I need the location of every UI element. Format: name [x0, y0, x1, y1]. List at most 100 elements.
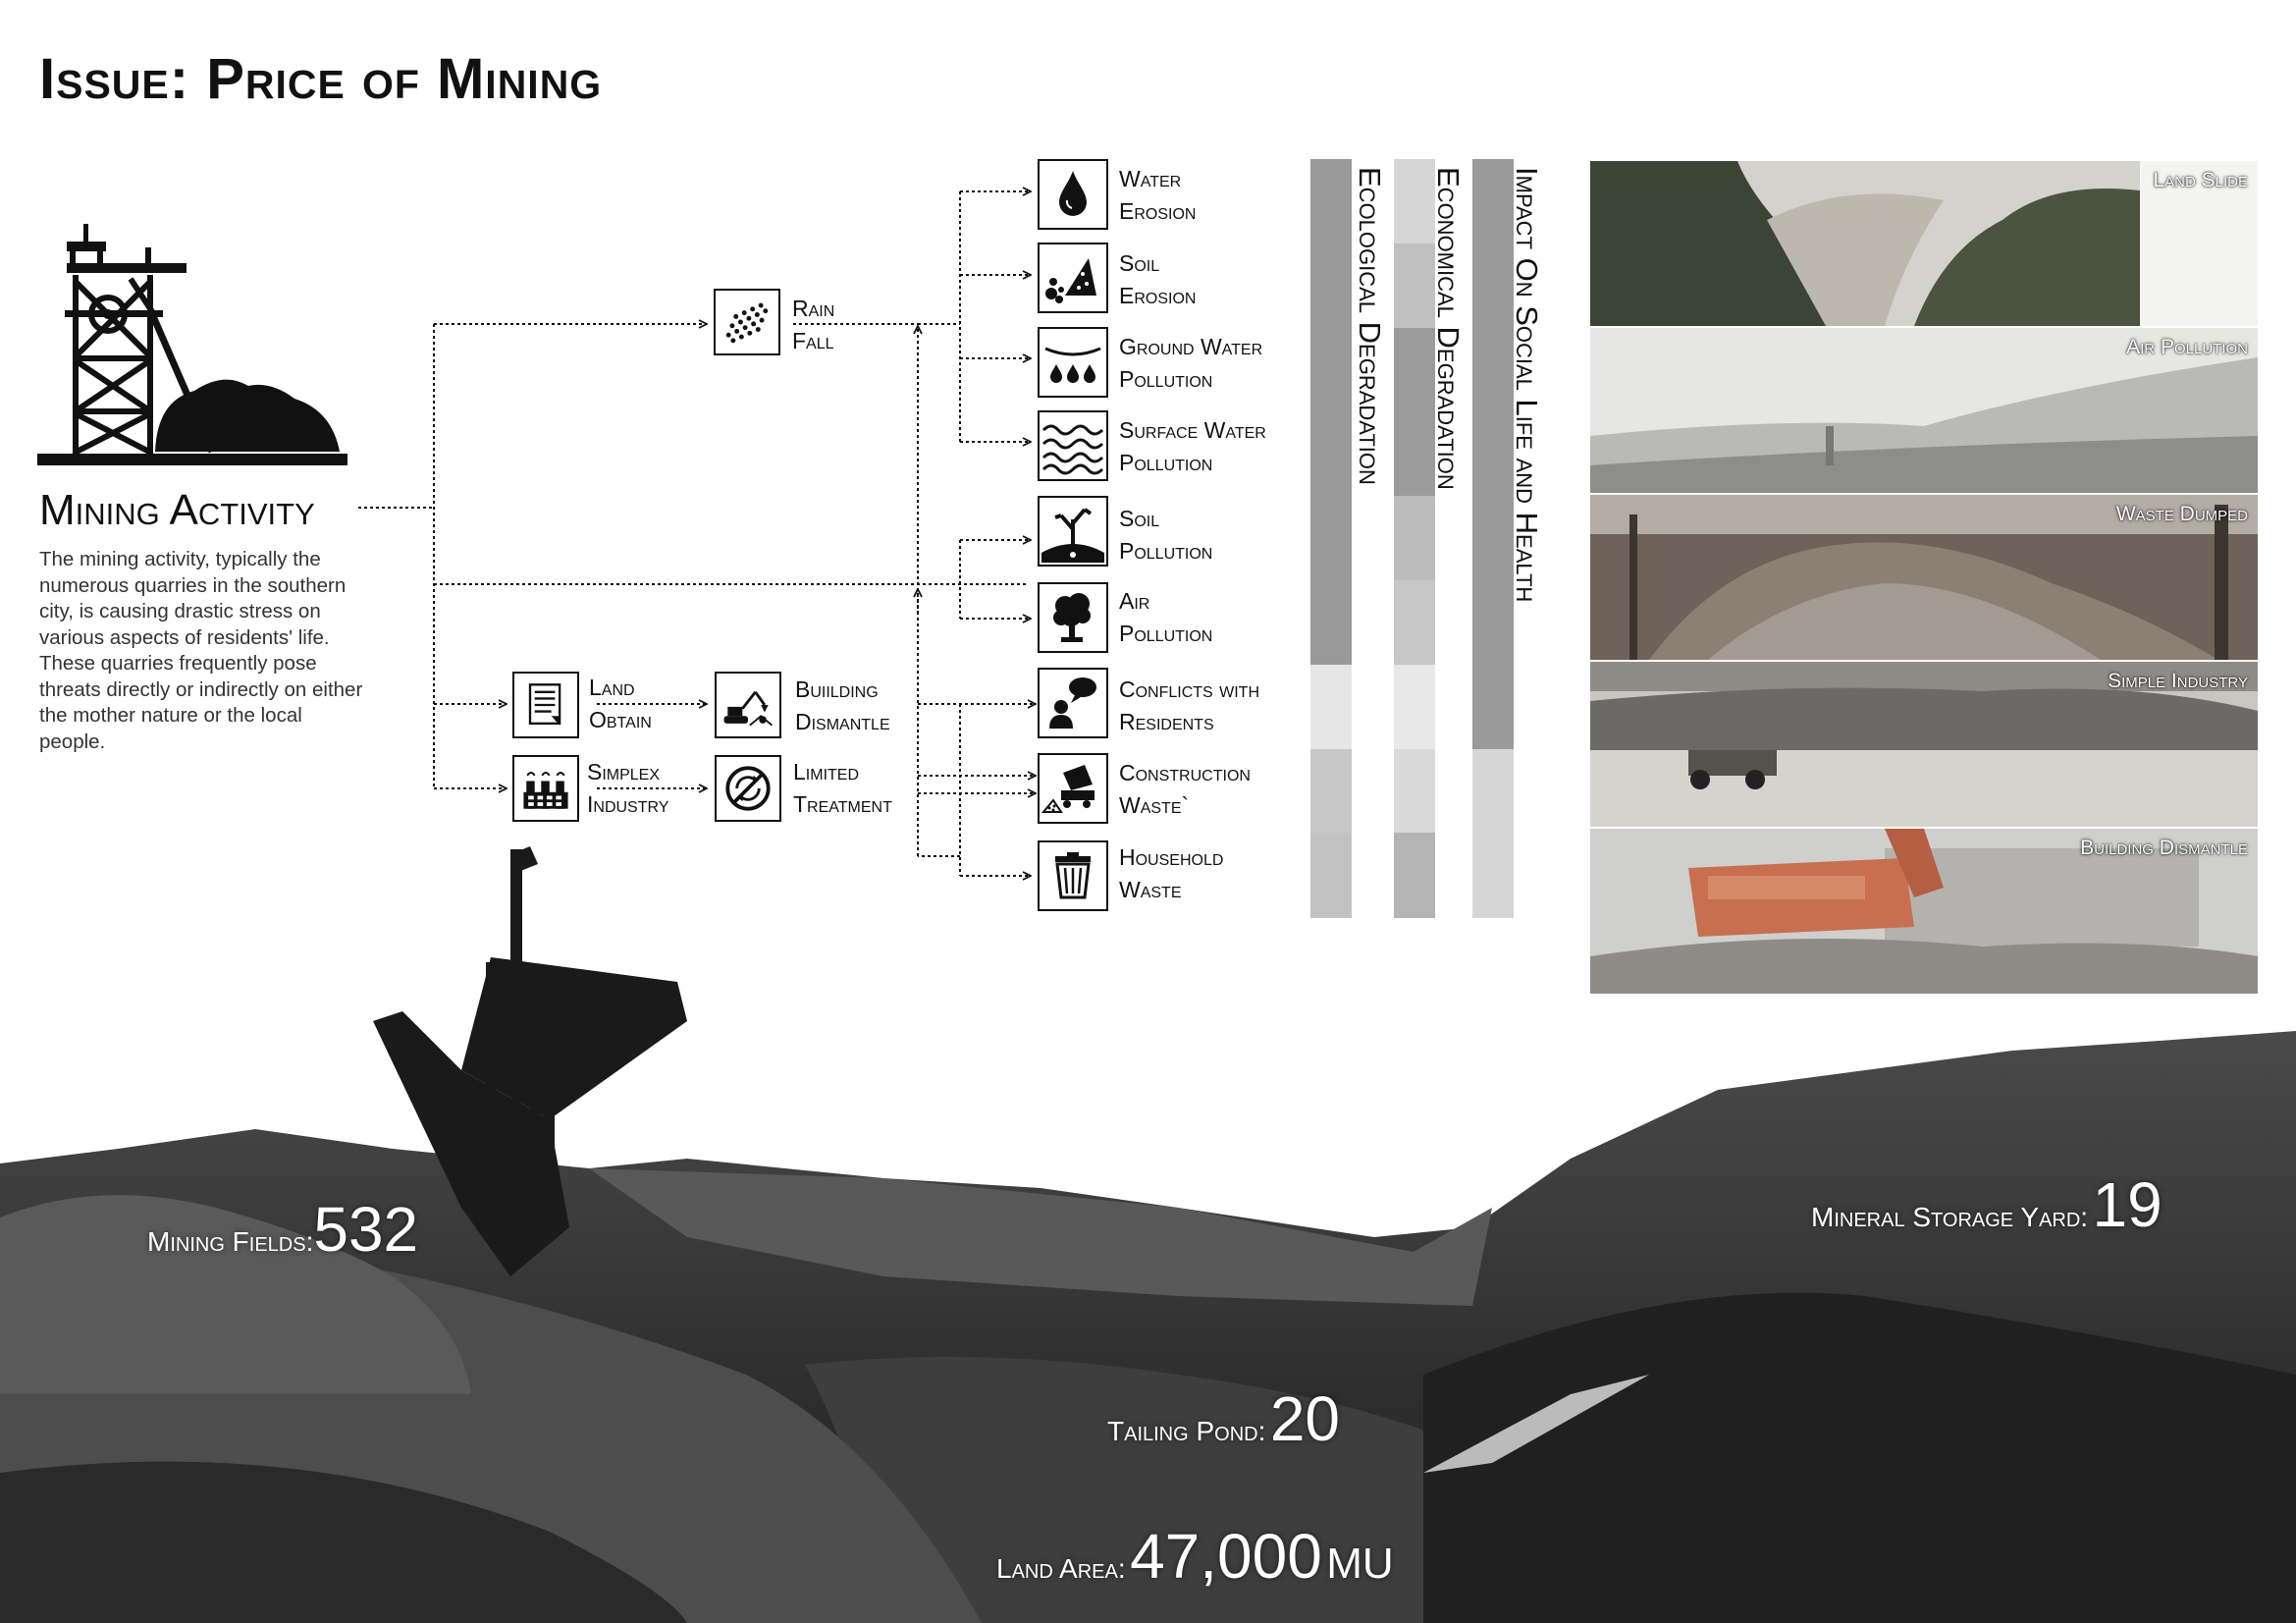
category-bar-cell	[1394, 664, 1435, 750]
stat-land-area-label: Land Area:	[996, 1553, 1126, 1584]
category-bar-cell	[1310, 664, 1352, 750]
impact-ground-water-label: Ground Water Pollution	[1119, 331, 1262, 396]
stat-storage-yard-value: 19	[2092, 1169, 2163, 1240]
cause-rain-line1: Rain	[792, 296, 835, 321]
category-bar-cell	[1472, 159, 1514, 244]
impact-soil-pollution-line2: Pollution	[1119, 538, 1213, 564]
cause-rain-line2: Fall	[792, 328, 834, 353]
stat-storage-yard-label: Mineral Storage Yard:	[1811, 1202, 2089, 1232]
category-bar-cell	[1394, 243, 1435, 329]
speech-person-icon	[1038, 668, 1108, 738]
category-ecological-label: Ecological Degradation	[1353, 167, 1387, 485]
impact-air-pollution-label: Air Pollution	[1119, 585, 1212, 650]
cause-simplex-line2: Industry	[587, 791, 669, 817]
category-bar-cell	[1472, 496, 1514, 581]
category-bar-cell	[1394, 580, 1435, 666]
cause-dismantle-label: Buiilding Dismantle	[795, 674, 890, 738]
impact-conflicts-line1: Conflicts with	[1119, 676, 1259, 702]
excavator-icon	[715, 672, 781, 738]
stat-mining-fields: Mining Fields:532	[147, 1193, 418, 1266]
page-title: Issue: Price of Mining	[39, 47, 603, 111]
activity-title: Mining Activity	[39, 486, 315, 534]
category-economical-label: Economical Degradation	[1431, 167, 1466, 490]
photo-waste-dumped: Waste Dumped	[1590, 495, 2258, 660]
impact-construction-line2: Waste`	[1119, 792, 1190, 818]
flow-connectors	[358, 0, 1315, 903]
impact-construction-line1: Construction	[1119, 760, 1251, 785]
impact-household-line2: Waste	[1119, 877, 1182, 902]
cause-treatment-line1: Limited	[793, 759, 860, 784]
cause-land-label: Land Obtain	[589, 672, 652, 736]
cause-dismantle-line2: Dismantle	[795, 709, 890, 734]
category-bar-cell	[1472, 664, 1514, 750]
impact-water-erosion-line2: Erosion	[1119, 198, 1197, 224]
impact-surface-water-line2: Pollution	[1119, 450, 1213, 475]
impact-conflicts-label: Conflicts with Residents	[1119, 674, 1259, 738]
category-bar-cell	[1472, 580, 1514, 666]
soil-erosion-icon	[1038, 243, 1108, 313]
impact-household-label: Household Waste	[1119, 841, 1223, 906]
cause-treatment-line2: Treatment	[793, 791, 892, 817]
photo-building-dismantle: Building Dismantle	[1590, 829, 2258, 994]
impact-soil-pollution-line1: Soil	[1119, 506, 1160, 531]
category-bar-cell	[1310, 411, 1352, 497]
impact-soil-pollution-label: Soil Pollution	[1119, 503, 1212, 568]
impact-surface-water-line1: Surface Water	[1119, 417, 1266, 443]
impact-water-erosion-line1: Water	[1119, 166, 1182, 191]
category-bar-cell	[1310, 580, 1352, 666]
activity-description: The mining activity, typically the numer…	[39, 548, 363, 753]
water-drop-icon	[1038, 159, 1108, 230]
impact-conflicts-line2: Residents	[1119, 709, 1214, 734]
cause-dismantle-line1: Buiilding	[795, 676, 879, 702]
stat-storage-yard: Mineral Storage Yard: 19	[1811, 1168, 2163, 1241]
category-bar-cell	[1310, 833, 1352, 918]
stat-mining-fields-label: Mining Fields:	[147, 1226, 314, 1257]
category-bar-cell	[1472, 833, 1514, 918]
cause-land-line2: Obtain	[589, 707, 652, 732]
category-bar-cell	[1394, 748, 1435, 834]
stat-mining-fields-value: 532	[313, 1194, 419, 1265]
impact-soil-erosion-label: Soil Erosion	[1119, 247, 1196, 312]
dead-tree-icon	[1038, 496, 1108, 567]
impact-ground-water-line2: Pollution	[1119, 366, 1213, 392]
stat-tailing-pond-value: 20	[1269, 1383, 1340, 1454]
photo-land-slide-label: Land Slide	[2153, 169, 2248, 191]
cause-simplex-label: Simplex Industry	[587, 756, 668, 821]
cause-rain-label: Rain Fall	[792, 293, 834, 357]
photo-air-pollution: Air Pollution	[1590, 328, 2258, 493]
photo-air-pollution-label: Air Pollution	[2126, 336, 2248, 358]
category-bar-cell	[1310, 327, 1352, 412]
impact-household-line1: Household	[1119, 844, 1224, 870]
impact-surface-water-label: Surface Water Pollution	[1119, 414, 1266, 479]
stat-land-area-unit: MU	[1326, 1540, 1394, 1588]
stat-land-area: Land Area: 47,000 MU	[996, 1520, 1394, 1593]
document-icon	[512, 672, 579, 738]
cause-simplex-line1: Simplex	[587, 759, 661, 784]
stat-land-area-value: 47,000	[1130, 1521, 1322, 1592]
photo-waste-dumped-label: Waste Dumped	[2115, 503, 2248, 525]
category-bar-cell	[1472, 243, 1514, 329]
rain-icon	[714, 289, 780, 355]
trash-bin-icon	[1038, 840, 1108, 911]
category-bar-cell	[1310, 748, 1352, 834]
category-bar-cell	[1310, 159, 1352, 244]
category-bar-cell	[1310, 243, 1352, 329]
no-recycle-icon	[715, 755, 781, 822]
category-social-label: Impact On Social Life and Health	[1510, 167, 1544, 603]
category-bar-cell	[1472, 411, 1514, 497]
category-bar-cell	[1394, 159, 1435, 244]
impact-ground-water-line1: Ground Water	[1119, 334, 1263, 359]
category-bar-cell	[1394, 833, 1435, 918]
impact-soil-erosion-line2: Erosion	[1119, 283, 1197, 308]
category-bar-cell	[1394, 496, 1435, 581]
category-bar-cell	[1394, 411, 1435, 497]
stat-tailing-pond-label: Tailing Pond:	[1107, 1416, 1266, 1446]
impact-air-pollution-line1: Air	[1119, 588, 1150, 614]
cause-treatment-label: Limited Treatment	[793, 756, 892, 821]
impact-soil-erosion-line1: Soil	[1119, 250, 1160, 276]
category-bar-cell	[1472, 748, 1514, 834]
category-bar-cell	[1394, 327, 1435, 412]
impact-construction-label: Construction Waste`	[1119, 757, 1251, 822]
smoke-icon	[1038, 582, 1108, 653]
